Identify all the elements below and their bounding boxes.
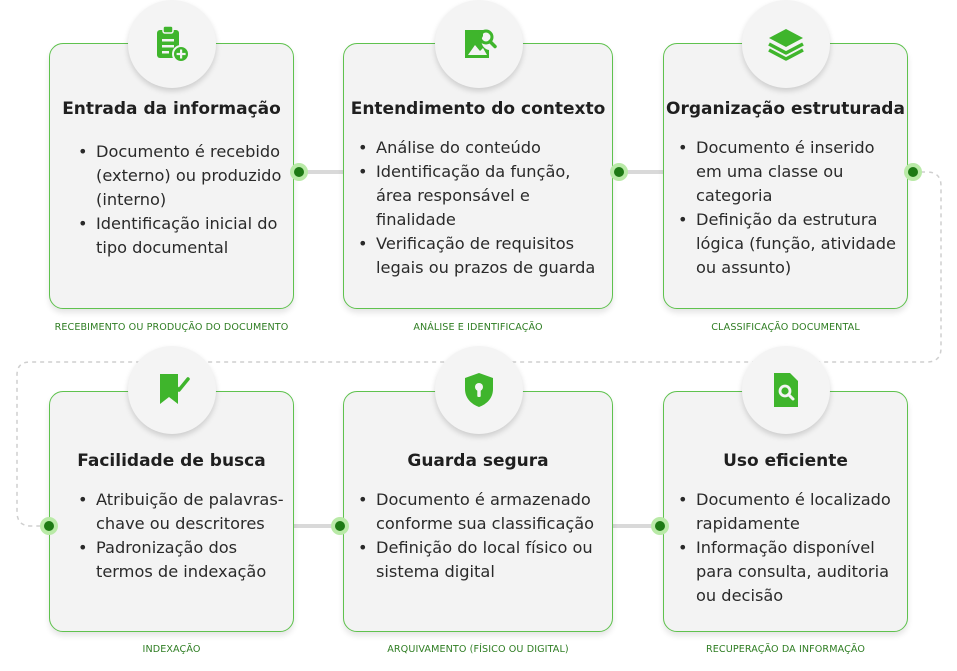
step-title: Uso eficiente (723, 451, 848, 471)
step-caption: INDEXAÇÃO (142, 644, 201, 655)
step-card-busca: Facilidade de busca Atribuição de palavr… (49, 391, 294, 632)
bullet-item: Identificação inicial do tipo documental (74, 212, 287, 260)
connector-dot (294, 167, 304, 177)
bullet-item: Definição da estrutura lógica (função, a… (674, 208, 901, 280)
layers-icon (768, 29, 804, 61)
step-icon-badge (128, 346, 216, 434)
bullet-item: Informação disponível para consulta, aud… (674, 536, 901, 608)
step-caption: ARQUIVAMENTO (FÍSICO OU DIGITAL) (387, 644, 569, 655)
connector-3-4 (16, 171, 942, 527)
step-title: Guarda segura (407, 451, 549, 471)
step-bullets: Documento é inserido em uma classe ou ca… (674, 136, 901, 280)
step-icon-badge (435, 0, 523, 88)
step-caption: RECUPERAÇÃO DA INFORMAÇÃO (705, 644, 866, 655)
step-caption: CLASSIFICAÇÃO DOCUMENTAL (711, 322, 860, 333)
bullet-item: Atribuição de palavras-chave ou descrito… (74, 488, 287, 536)
bullet-item: Padronização dos termos de indexação (74, 536, 287, 584)
step-icon-badge (435, 346, 523, 434)
step-icon-badge (742, 0, 830, 88)
bookmark-check-icon (160, 374, 190, 404)
connector-dot (655, 521, 665, 531)
step-bullets: Documento é armazenado conforme sua clas… (354, 488, 606, 584)
step-icon-badge (742, 346, 830, 434)
bullet-item: Identificação da função, área responsáve… (354, 160, 606, 232)
shield-lock-icon (465, 373, 493, 407)
bullet-item: Documento é armazenado conforme sua clas… (354, 488, 606, 536)
step-title: Organização estruturada (666, 99, 905, 119)
bullet-item: Verificação de requisitos legais ou praz… (354, 232, 606, 280)
step-bullets: Atribuição de palavras-chave ou descrito… (74, 488, 287, 584)
bullet-item: Documento é recebido (externo) ou produz… (74, 140, 287, 212)
step-card-contexto: Entendimento do contexto Análise do cont… (343, 43, 613, 309)
step-caption: ANÁLISE E IDENTIFICAÇÃO (413, 322, 543, 333)
step-bullets: Documento é recebido (externo) ou produz… (74, 140, 287, 260)
image-search-icon (465, 29, 497, 58)
step-bullets: Análise do conteúdo Identificação da fun… (354, 136, 606, 280)
file-search-icon (774, 373, 798, 407)
bullet-item: Documento é localizado rapidamente (674, 488, 901, 536)
step-title: Entrada da informação (62, 99, 281, 119)
bullet-item: Análise do conteúdo (354, 136, 606, 160)
connector-dot (335, 521, 345, 531)
step-title: Entendimento do contexto (350, 99, 606, 119)
step-icon-badge (128, 0, 216, 88)
clipboard-add-icon (157, 25, 190, 63)
connector-dot (908, 167, 918, 177)
step-bullets: Documento é localizado rapidamente Infor… (674, 488, 901, 608)
connector-dot (614, 167, 624, 177)
bullet-item: Definição do local físico ou sistema dig… (354, 536, 606, 584)
connector-dot (44, 521, 54, 531)
bullet-item: Documento é inserido em uma classe ou ca… (674, 136, 901, 208)
step-caption: RECEBIMENTO OU PRODUÇÃO DO DOCUMENTO (54, 322, 289, 333)
step-title: Facilidade de busca (77, 451, 266, 471)
